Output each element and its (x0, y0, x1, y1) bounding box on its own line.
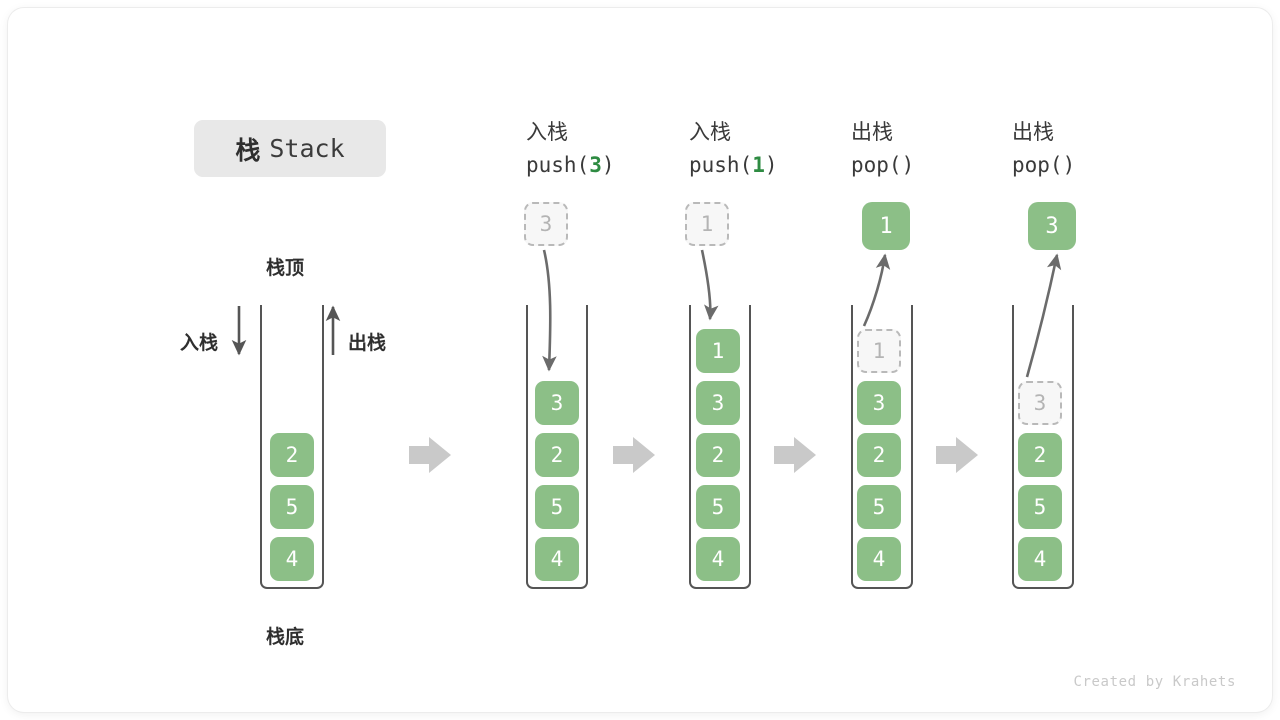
step-3-stack-cell: 4 (857, 537, 901, 581)
step-2-stack-cell: 1 (696, 329, 740, 373)
step-2-code-prefix: push( (689, 153, 753, 177)
left-push-label: 入栈 (180, 332, 219, 354)
step-3-caption: 出栈 pop() (851, 116, 914, 177)
left-stack-container (260, 305, 324, 589)
step-1-code: push(3) (526, 153, 615, 177)
step-2-stack-container (689, 305, 751, 589)
step-2-floating-cell: 1 (685, 202, 729, 246)
step-3-stack-cell: 5 (857, 485, 901, 529)
step-1-stack-cell: 3 (535, 381, 579, 425)
step-3-op: 出栈 (851, 120, 893, 144)
step-2-stack-cells: 1 3 2 5 4 (696, 329, 740, 581)
step-3-stack-cell: 2 (857, 433, 901, 477)
step-4-stack-cell: 3 (1018, 381, 1062, 425)
left-stack-cell: 5 (270, 485, 314, 529)
step-2-stack-cell: 5 (696, 485, 740, 529)
step-4-stack-cell: 5 (1018, 485, 1062, 529)
step-2-stack-cell: 4 (696, 537, 740, 581)
step-4-code-suffix: ) (1062, 153, 1076, 177)
left-stack-cell: 4 (270, 537, 314, 581)
step-4-caption: 出栈 pop() (1012, 116, 1075, 177)
page-title-badge: 栈 Stack (194, 120, 386, 177)
step-4-op: 出栈 (1012, 120, 1054, 144)
step-2-caption: 入栈 push(1) (689, 116, 778, 177)
step-4-code-prefix: pop( (1012, 153, 1063, 177)
arrows-overlay (231, 249, 1062, 473)
step-2-stack-cell: 3 (696, 381, 740, 425)
step-1-code-arg: 3 (589, 153, 602, 177)
step-3-code-suffix: ) (901, 153, 915, 177)
step-3-stack-cells: 1 3 2 5 4 (857, 329, 901, 581)
step-2-stack-cell: 2 (696, 433, 740, 477)
step-1-op: 入栈 (526, 120, 568, 144)
transition-arrow-2-icon (613, 437, 655, 473)
step-3-stack-cell: 1 (857, 329, 901, 373)
step-4-stack-cell: 4 (1018, 537, 1062, 581)
step-4-floating-cell: 3 (1028, 202, 1076, 250)
step-3-floating-cell: 1 (862, 202, 910, 250)
page-title-en: Stack (269, 134, 345, 163)
step-1-code-suffix: ) (601, 153, 615, 177)
step-2-code-suffix: ) (764, 153, 778, 177)
step-4-code: pop() (1012, 153, 1075, 177)
step-4-stack-container (1012, 305, 1074, 589)
left-stack-cells: 2 5 4 (270, 433, 314, 581)
step-1-floating-cell: 3 (524, 202, 568, 246)
footer-credit: Created by Krahets (1073, 674, 1236, 690)
step-1-code-prefix: push( (526, 153, 590, 177)
step-1-stack-container (526, 305, 588, 589)
step-1-stack-cell: 4 (535, 537, 579, 581)
transition-arrow-3-icon (774, 437, 816, 473)
left-stack-cell: 2 (270, 433, 314, 477)
step-4-stack-cell: 2 (1018, 433, 1062, 477)
transition-arrow-1-icon (409, 437, 451, 473)
step-2-code: push(1) (689, 153, 778, 177)
step-1-stack-cell: 5 (535, 485, 579, 529)
stack-bottom-label: 栈底 (266, 626, 305, 648)
step-1-stack-cells: 3 2 5 4 (535, 381, 579, 581)
step-3-code: pop() (851, 153, 914, 177)
step-3-stack-cell: 3 (857, 381, 901, 425)
step-1-caption: 入栈 push(3) (526, 116, 615, 177)
stack-top-label: 栈顶 (266, 257, 305, 279)
step-4-stack-cells: 3 2 5 4 (1018, 381, 1062, 581)
step-3-stack-container (851, 305, 913, 589)
page-title-cn: 栈 (235, 135, 261, 165)
step-3-code-prefix: pop( (851, 153, 902, 177)
step-2-op: 入栈 (689, 120, 731, 144)
left-pop-label: 出栈 (348, 332, 387, 354)
step-2-code-arg: 1 (752, 153, 765, 177)
transition-arrow-4-icon (936, 437, 978, 473)
step-1-stack-cell: 2 (535, 433, 579, 477)
